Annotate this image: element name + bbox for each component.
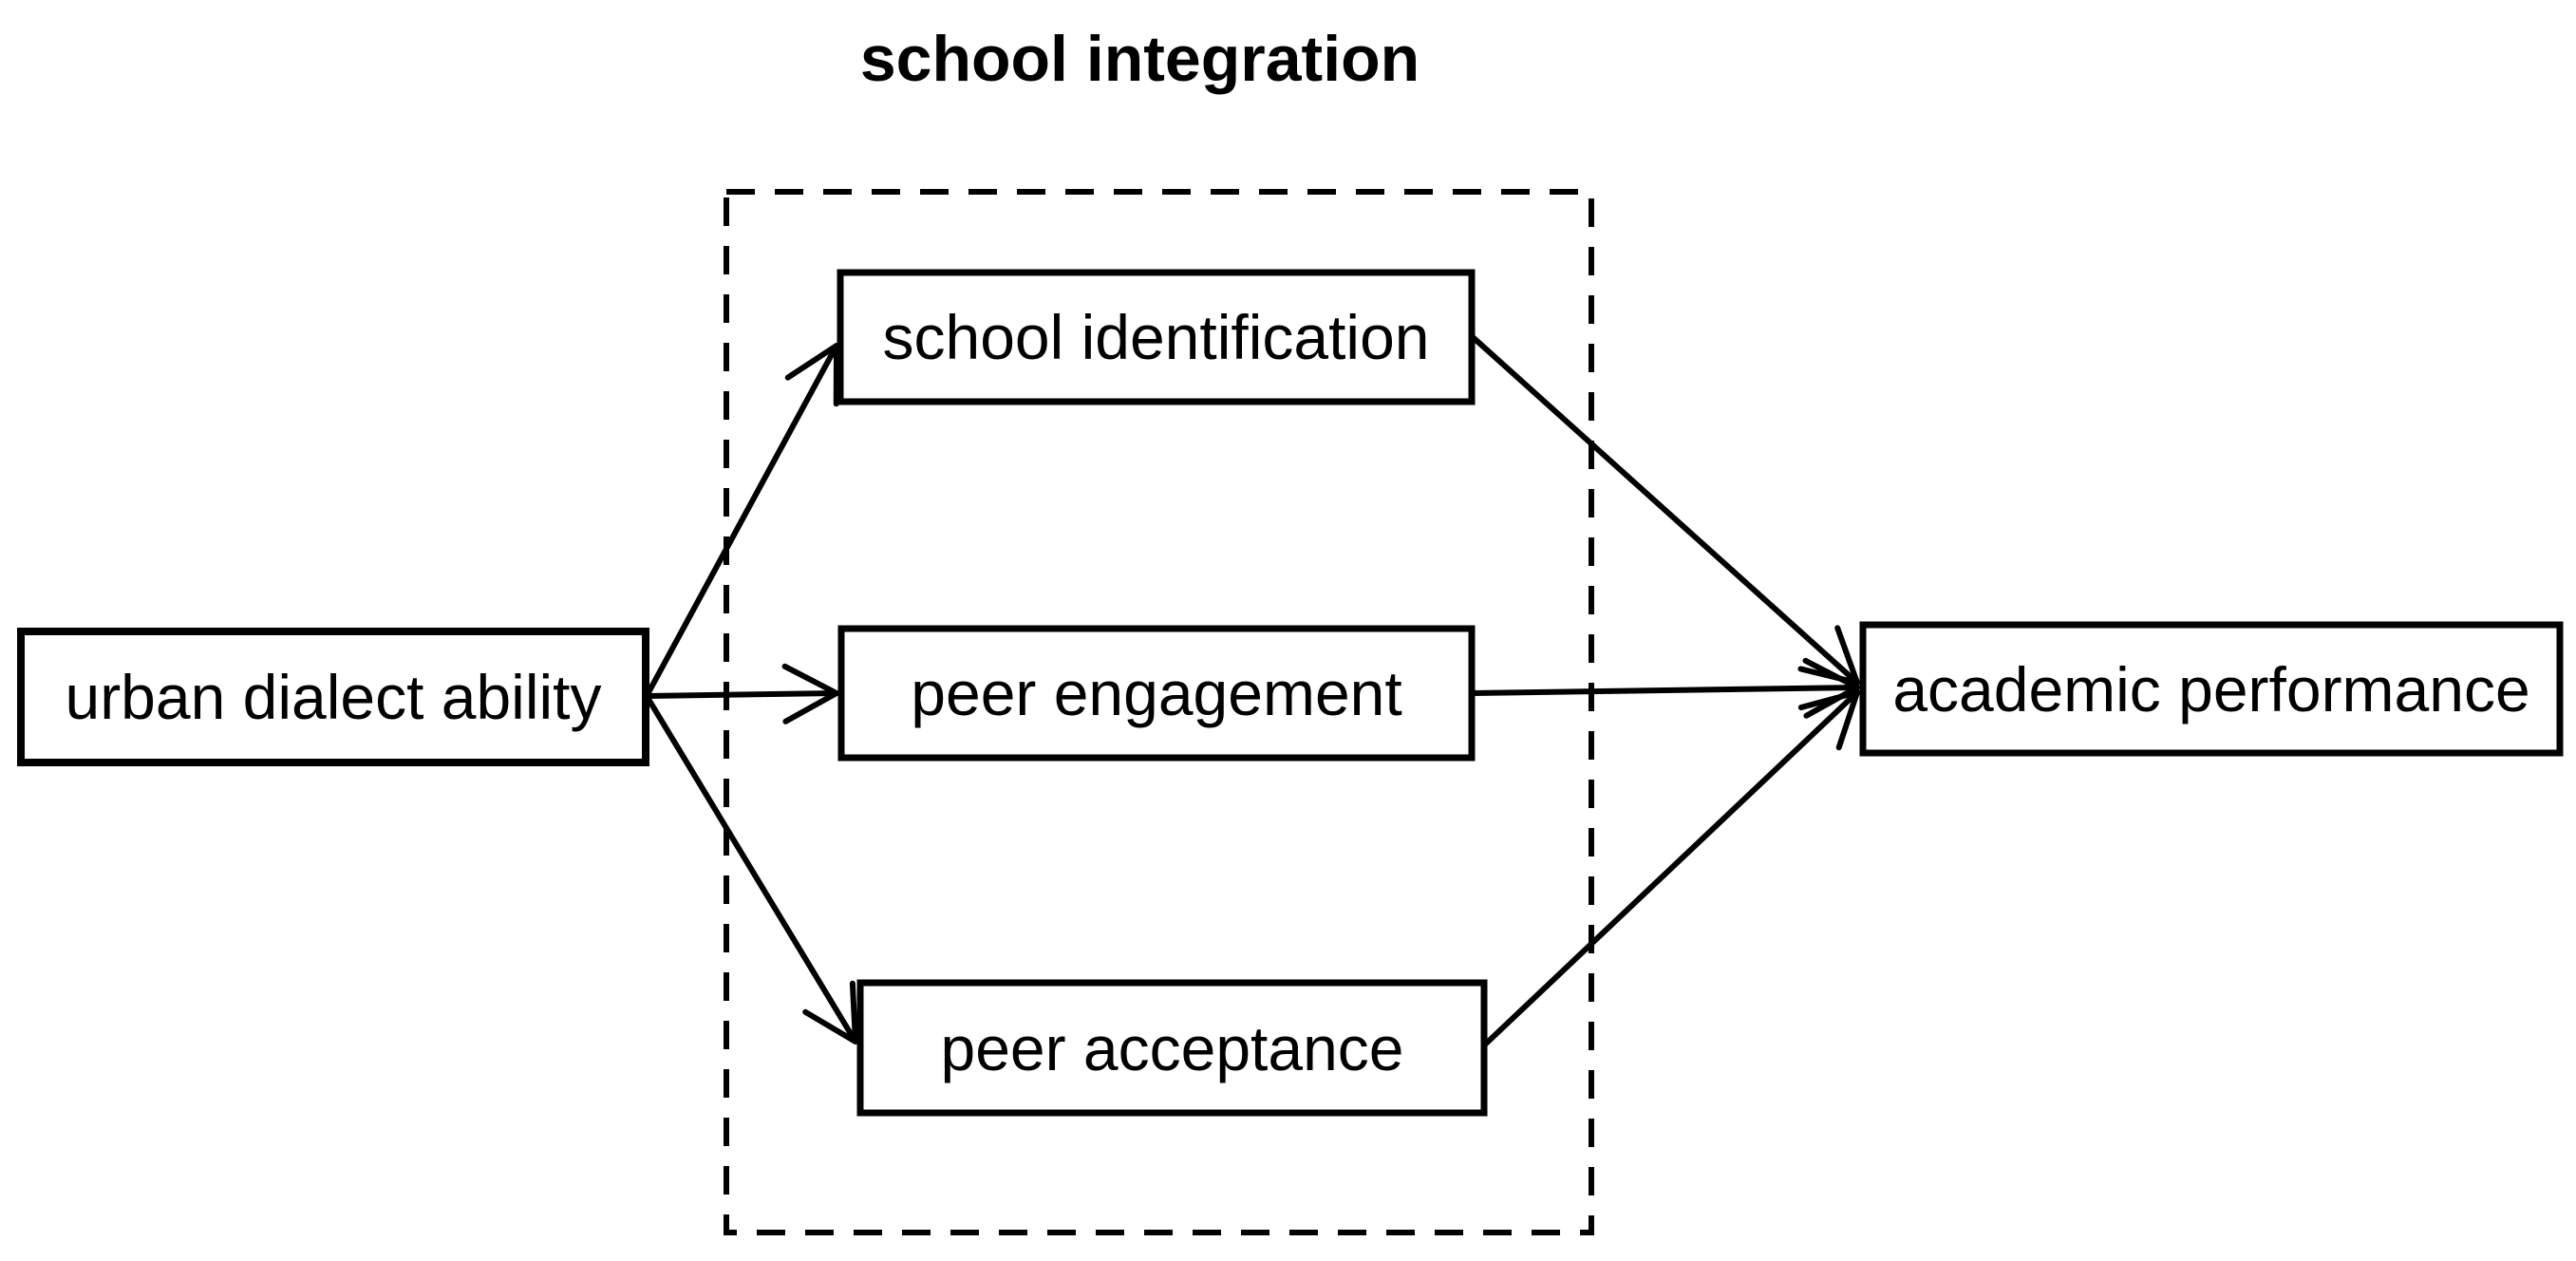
node-peer-acceptance-label: peer acceptance	[940, 1012, 1404, 1083]
edge-urban-to-peer-engagement	[646, 663, 839, 725]
node-peer-acceptance-box	[856, 979, 1488, 1117]
node-peer-engagement-box	[837, 625, 1476, 762]
node-academic-performance-label: academic performance	[1892, 653, 2530, 725]
edge-peer-acceptance-to-academic	[1482, 689, 1860, 1047]
node-academic-performance-box	[1859, 621, 2564, 757]
node-urban-dialect-ability-box	[17, 628, 649, 766]
node-peer-engagement-label: peer engagement	[911, 658, 1402, 728]
group-title-school-integration: school integration	[859, 23, 1420, 95]
edge-school-identification-to-academic	[1470, 334, 1860, 686]
edge-urban-to-school-identification	[644, 343, 839, 698]
node-school-identification-label: school identification	[882, 302, 1430, 372]
school-integration-group-border	[724, 189, 1594, 1235]
node-school-identification-box	[837, 269, 1476, 405]
edge-urban-to-peer-acceptance	[644, 694, 858, 1045]
node-urban-dialect-ability-label: urban dialect ability	[65, 662, 602, 732]
edge-peer-engagement-to-academic	[1472, 657, 1860, 719]
